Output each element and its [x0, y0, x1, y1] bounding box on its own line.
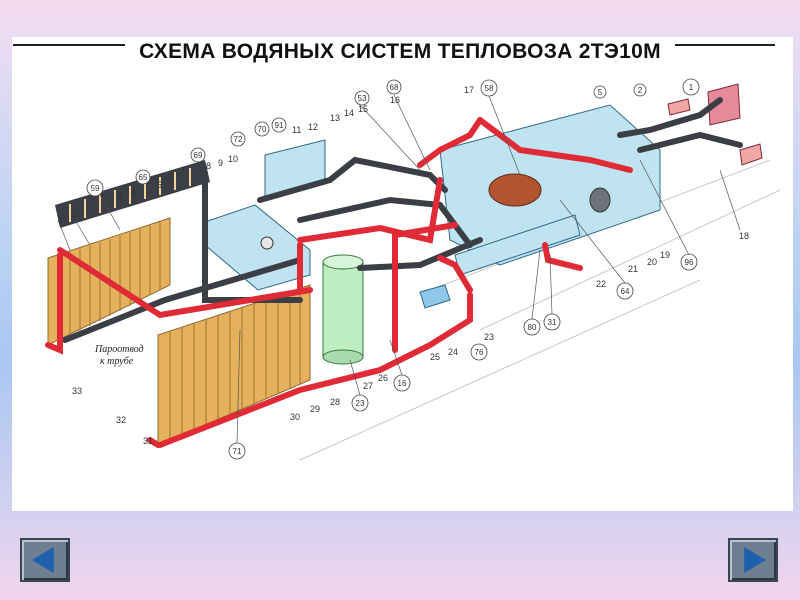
- diesel-engine-block: [439, 104, 661, 276]
- part-label-24: 24: [448, 347, 458, 357]
- part-label-6: 6: [168, 174, 173, 184]
- part-label-15: 15: [358, 104, 368, 114]
- steam-outlet-label-1: Пароотвод: [94, 344, 144, 355]
- part-label-13: 13: [330, 113, 340, 123]
- part-label-30: 30: [290, 412, 300, 422]
- circle-label-65: 65: [139, 173, 148, 182]
- circle-label-96: 96: [685, 258, 694, 267]
- part-label-27: 27: [363, 381, 373, 391]
- next-slide-button[interactable]: [728, 538, 778, 582]
- part-label-5: 5: [157, 180, 162, 190]
- circle-label-5: 5: [598, 88, 603, 97]
- part-label-3: 3: [117, 192, 122, 202]
- part-label-17: 17: [464, 85, 474, 95]
- water-pump-units: [667, 83, 763, 166]
- previous-slide-button[interactable]: [20, 538, 70, 582]
- arrow-left-icon: [31, 547, 54, 573]
- part-label-16: 16: [390, 95, 400, 105]
- part-label-1: 1: [57, 214, 62, 224]
- circle-label-59: 59: [91, 184, 100, 193]
- part-label-8: 8: [206, 161, 211, 171]
- part-label-19: 19: [660, 250, 670, 260]
- circle-label-70: 70: [258, 125, 267, 134]
- circled-part-labels: [86, 78, 700, 460]
- part-label-28: 28: [330, 397, 340, 407]
- part-label-31: 31: [143, 436, 153, 446]
- part-label-10: 10: [228, 154, 238, 164]
- part-label-22: 22: [596, 279, 606, 289]
- part-label-18: 18: [739, 231, 749, 241]
- circle-label-2: 2: [638, 86, 643, 95]
- circle-label-16: 16: [398, 379, 407, 388]
- part-number-labels: 1 2 3 4 5 6 7 8 9 10 11 12 13 14 15 16 1…: [57, 85, 749, 446]
- circle-label-58: 58: [485, 84, 494, 93]
- circled-part-numbers: 1 2 5 68 53 58 59 65 69 72 70 91 96 64 3…: [91, 83, 694, 456]
- hot-water-pipes: [45, 117, 633, 448]
- expansion-tank: [204, 204, 311, 291]
- circle-label-80: 80: [528, 323, 537, 332]
- circle-label-71: 71: [233, 447, 242, 456]
- part-label-33: 33: [72, 386, 82, 396]
- part-label-7: 7: [180, 166, 185, 176]
- heater-box: [419, 284, 451, 309]
- part-label-21: 21: [628, 264, 638, 274]
- part-label-23: 23: [484, 332, 494, 342]
- water-filter-cylinder: [322, 254, 364, 365]
- part-label-25: 25: [430, 352, 440, 362]
- cold-water-pipes: [62, 97, 743, 343]
- arrow-right-icon: [744, 547, 767, 573]
- steam-outlet-label-2: к трубе: [100, 356, 134, 367]
- part-label-32: 32: [116, 415, 126, 425]
- part-label-9: 9: [218, 158, 223, 168]
- circle-label-1: 1: [689, 83, 694, 92]
- circle-label-76: 76: [475, 348, 484, 357]
- circle-label-68: 68: [390, 83, 399, 92]
- part-label-2: 2: [72, 209, 77, 219]
- part-label-14: 14: [344, 108, 354, 118]
- circle-label-64: 64: [621, 287, 630, 296]
- part-label-4: 4: [131, 188, 136, 198]
- part-label-29: 29: [310, 404, 320, 414]
- circle-label-31: 31: [548, 318, 557, 327]
- circle-label-23: 23: [356, 399, 365, 408]
- circle-label-72: 72: [234, 135, 243, 144]
- part-label-11: 11: [292, 125, 301, 135]
- part-label-26: 26: [378, 373, 388, 383]
- part-label-20: 20: [647, 257, 657, 267]
- diagram-title: СХЕМА ВОДЯНЫХ СИСТЕМ ТЕПЛОВОЗА 2ТЭ10М: [0, 40, 800, 64]
- part-label-12: 12: [308, 122, 318, 132]
- circle-label-53: 53: [358, 94, 367, 103]
- leader-lines: [59, 94, 741, 444]
- circle-label-69: 69: [194, 151, 203, 160]
- radiator-section-right: [157, 284, 311, 446]
- circle-label-91: 91: [275, 121, 284, 130]
